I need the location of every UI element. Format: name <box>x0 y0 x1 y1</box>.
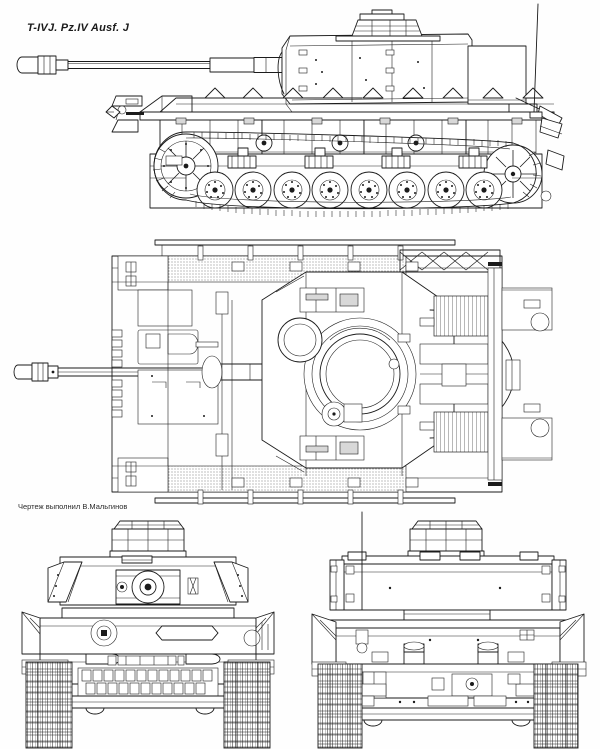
rear-tracks <box>317 663 579 749</box>
front-tracks <box>25 661 271 749</box>
front-hull <box>21 607 275 715</box>
plan-front-deck <box>137 289 233 490</box>
side-antenna <box>529 3 543 119</box>
plan-turret <box>261 271 515 476</box>
side-running-gear <box>149 131 543 217</box>
credit-line: Чертеж выполнил В.Мальгинов <box>18 502 128 511</box>
page-title: T-IVJ. Pz.IV Ausf. J <box>27 22 130 34</box>
side-turret <box>277 33 538 121</box>
side-cupola <box>335 9 441 42</box>
plan-engine-deck <box>399 249 553 486</box>
side-track <box>152 131 542 217</box>
plan-hull-fittings <box>111 261 435 488</box>
front-turret <box>47 520 249 606</box>
side-road-wheels <box>196 171 503 209</box>
rear-turret <box>329 511 567 621</box>
side-rear-fender <box>539 117 565 202</box>
side-front-fender <box>105 95 144 133</box>
side-suspension-bogies <box>227 147 488 169</box>
side-gun-barrel <box>16 55 283 75</box>
